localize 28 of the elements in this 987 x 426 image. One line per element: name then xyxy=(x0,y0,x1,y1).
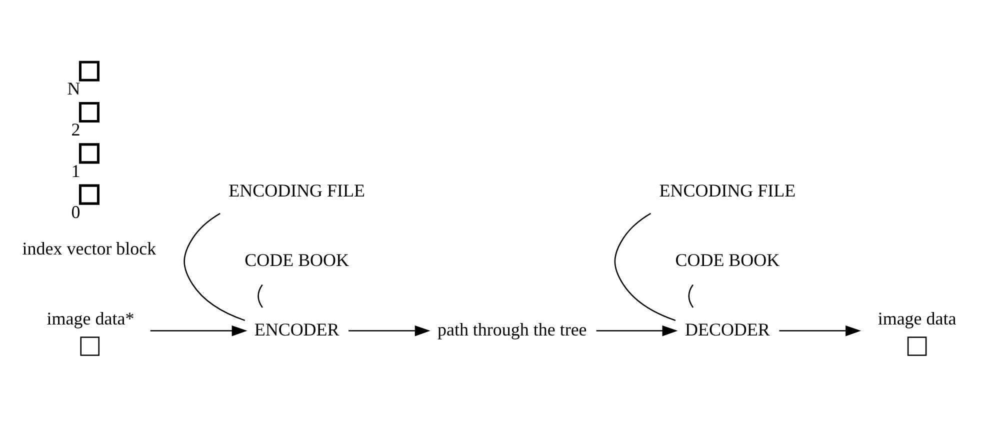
node-box xyxy=(80,336,100,356)
node-text: path through the tree xyxy=(437,319,587,340)
connector xyxy=(258,284,263,308)
node-text: ENCODER xyxy=(254,319,340,340)
connector xyxy=(614,212,676,321)
node-text: CODE BOOK xyxy=(675,250,780,270)
node-label: image data* xyxy=(46,308,134,328)
arrow xyxy=(596,324,678,336)
node-text: ENCODING FILE xyxy=(659,180,796,200)
arrow xyxy=(348,324,430,336)
node-label: N xyxy=(67,78,80,98)
node-box xyxy=(78,184,100,204)
connector xyxy=(184,212,246,321)
node-label: image data xyxy=(878,308,956,328)
node-label: 1 xyxy=(71,160,80,180)
node-box xyxy=(78,102,100,122)
node-text: ENCODING FILE xyxy=(228,180,366,200)
label: index vector block xyxy=(22,238,156,258)
connector xyxy=(688,284,694,308)
node-box xyxy=(907,336,927,356)
arrow xyxy=(150,324,248,336)
node-box xyxy=(78,60,100,81)
node-label: 0 xyxy=(71,201,80,222)
node-text: DECODER xyxy=(684,319,770,340)
node-box xyxy=(78,142,100,164)
node-text: CODE BOOK xyxy=(244,250,350,270)
node-label: 2 xyxy=(71,119,80,140)
arrow xyxy=(779,324,861,336)
